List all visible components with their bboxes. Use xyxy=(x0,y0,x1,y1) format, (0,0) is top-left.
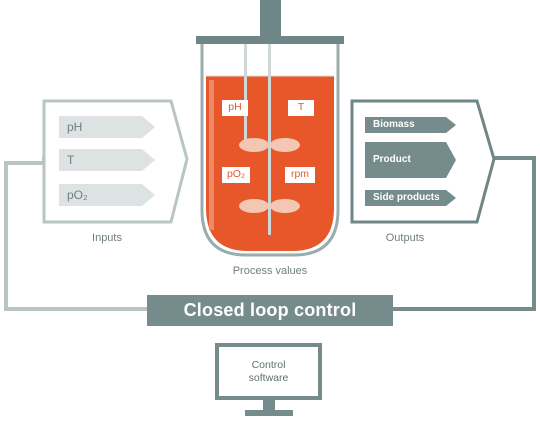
output-bar-product xyxy=(365,142,456,178)
closed-loop-control-bar xyxy=(147,295,393,326)
control-software-label-line1: Control xyxy=(251,359,286,371)
process-value-t: T xyxy=(297,101,305,113)
glass-highlight xyxy=(209,80,214,230)
output-label-side-products: Side products xyxy=(373,192,440,203)
input-chevron-ph xyxy=(59,116,155,138)
output-bars xyxy=(365,117,456,206)
inputs-caption: Inputs xyxy=(92,232,122,244)
output-label-product: Product xyxy=(373,154,411,165)
input-label-po2: pO₂ xyxy=(67,188,88,202)
process-value-po2: pO₂ xyxy=(226,168,246,180)
monitor-icon xyxy=(215,343,322,416)
monitor-stand xyxy=(263,400,275,410)
probe-rod xyxy=(244,44,247,147)
stirrer-shaft-top xyxy=(260,0,281,37)
control-software-label-line2: software xyxy=(248,372,289,384)
stirrer-shaft xyxy=(268,44,271,235)
closed-loop-control-label: Closed loop control xyxy=(183,300,357,320)
vessel-lid xyxy=(196,36,344,44)
input-chevron-t xyxy=(59,149,155,171)
input-chevron-po2 xyxy=(59,184,155,206)
impeller-lower xyxy=(239,199,300,213)
right-loop-connector xyxy=(393,156,536,311)
process-value-ph: pH xyxy=(228,101,242,113)
input-label-ph: pH xyxy=(67,120,83,134)
process-value-rpm: rpm xyxy=(290,168,310,180)
process-value-tag-t xyxy=(288,100,314,116)
input-label-t: T xyxy=(67,153,75,167)
monitor-screen xyxy=(215,343,322,400)
impeller-upper xyxy=(239,138,300,152)
outputs-caption: Outputs xyxy=(385,232,425,244)
input-chevrons xyxy=(59,116,155,206)
output-bar-side-products xyxy=(365,190,456,206)
vessel-wall-outer xyxy=(200,44,340,257)
bioreactor-vessel xyxy=(196,0,344,257)
process-value-tag-po2 xyxy=(222,167,250,183)
output-bar-biomass xyxy=(365,117,456,133)
process-value-tag-ph xyxy=(222,100,248,116)
process-value-tag-rpm xyxy=(285,167,315,183)
monitor-base xyxy=(245,410,293,416)
process-values-caption: Process values xyxy=(232,265,308,277)
output-label-biomass: Biomass xyxy=(373,119,415,130)
